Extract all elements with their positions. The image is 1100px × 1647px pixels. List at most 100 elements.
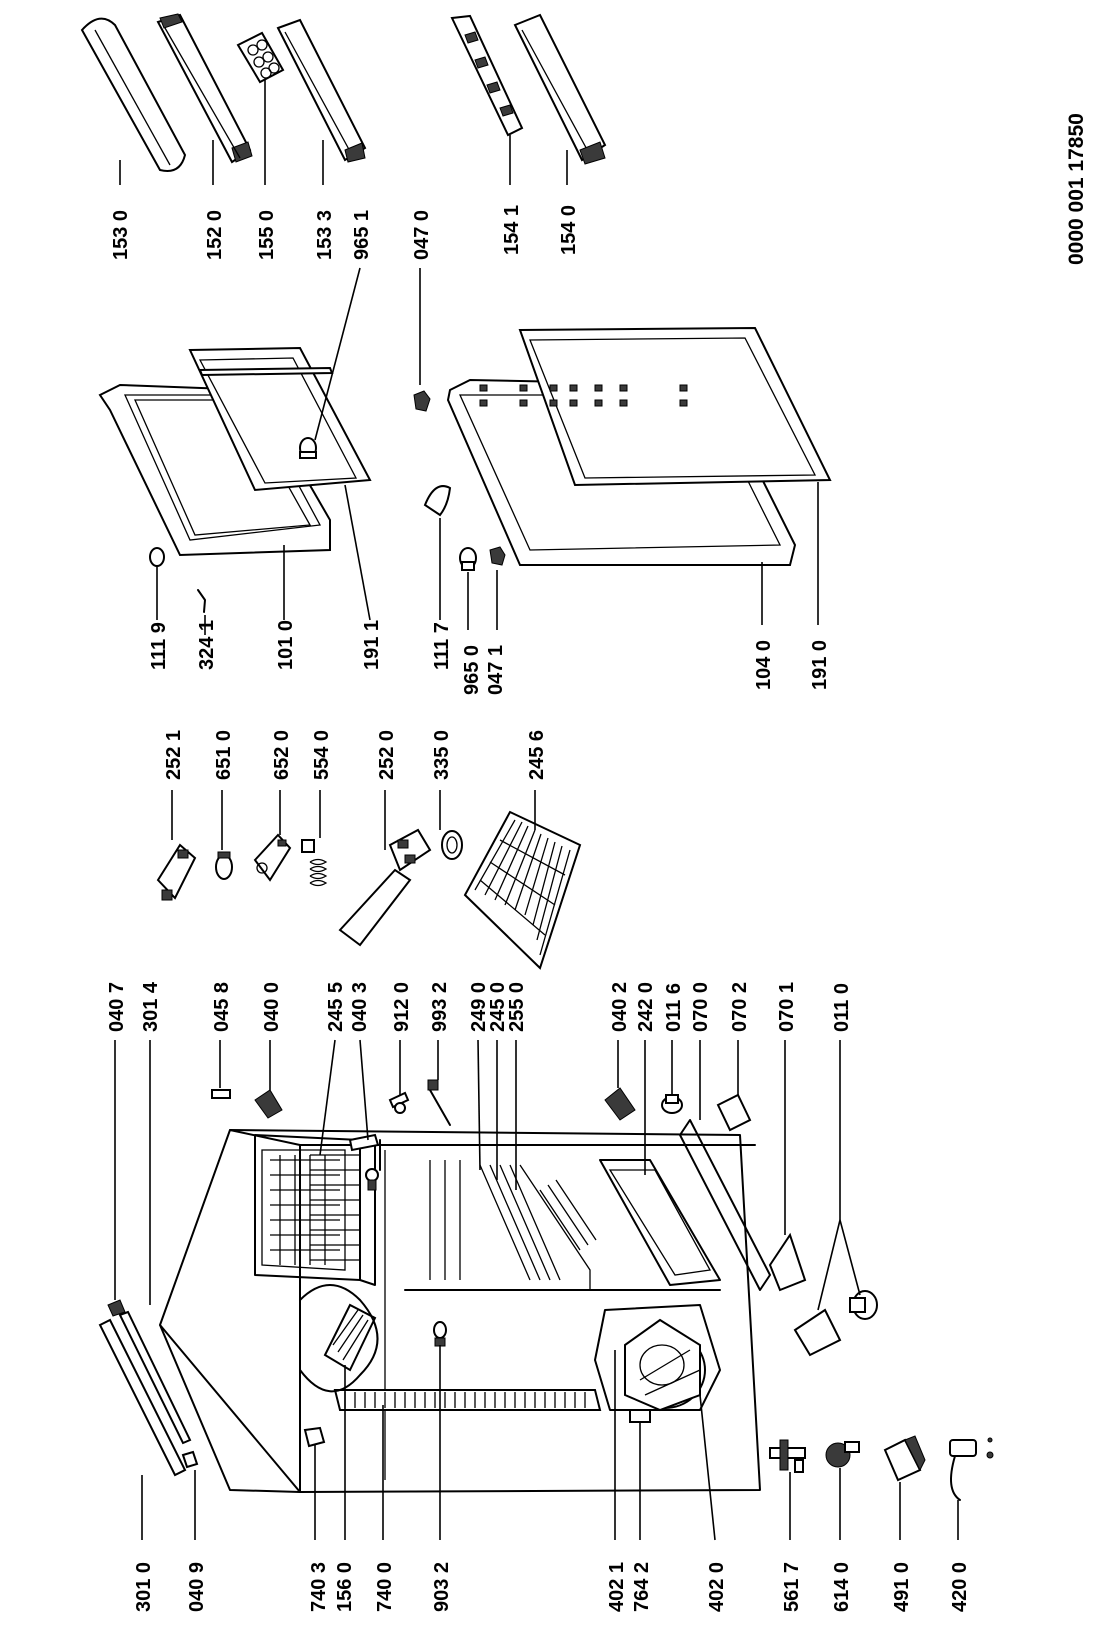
part-label-152-0: 152 0 [204,210,226,260]
knob-335-0 [441,830,463,860]
button-965-1 [299,437,317,459]
door-bin-152-0 [156,13,253,164]
button-965-0 [459,547,477,571]
foot-011-0 [793,1290,878,1357]
pin-324-1 [197,589,206,613]
part-label-154-0: 154 0 [558,205,580,255]
part-label-104-0: 104 0 [753,640,775,690]
part-label-011-0: 011 0 [831,983,853,1032]
cap-040-7 [107,1299,126,1317]
part-label-070-0: 070 0 [690,982,712,1032]
cover-740-3 [303,1426,326,1448]
part-252-1 [156,843,197,901]
bracket-040-0 [254,1089,283,1119]
part-label-561-7: 561 7 [781,1562,803,1612]
part-label-965-1: 965 1 [351,210,373,260]
bracket-040-2 [604,1087,636,1121]
door-bin-154-1 [450,14,524,137]
part-label-101-0: 101 0 [275,620,297,670]
part-label-491-0: 491 0 [891,1562,913,1612]
part-label-554-0: 554 0 [311,730,333,780]
part-label-155-0: 155 0 [256,210,278,260]
part-label-740-0: 740 0 [374,1562,396,1612]
leader-011-0 [817,1219,861,1311]
part-label-191-0: 191 0 [809,640,831,690]
thermostat-shaft [348,1133,380,1191]
part-label-301-4: 301 4 [140,981,162,1032]
capacitor-420-0 [949,1437,994,1501]
part-label-040-9: 040 9 [186,1562,208,1612]
egg-tray-155-0 [236,31,285,84]
bracket-070-2 [716,1093,752,1132]
part-label-040-7: 040 7 [106,982,128,1032]
part-label-402-0: 402 0 [706,1562,728,1612]
relay-561-7 [769,1439,806,1473]
hinge-cap-111-9 [149,547,165,567]
part-label-070-1: 070 1 [776,982,798,1032]
part-label-301-0: 301 0 [133,1562,155,1612]
part-label-070-2: 070 2 [729,982,751,1032]
part-label-420-0: 420 0 [949,1562,971,1612]
part-label-040-0: 040 0 [261,982,283,1032]
part-label-335-0: 335 0 [431,730,453,780]
part-label-242-0: 242 0 [635,982,657,1032]
part-label-614-0: 614 0 [831,1562,853,1612]
part-label-191-1: 191 1 [361,620,383,670]
thermostat-614-0 [825,1441,860,1468]
shelf-245-6 [463,810,582,970]
document-number: 0000 001 17850 [1065,113,1088,265]
door-bin-154-0 [513,13,607,165]
part-label-252-1: 252 1 [163,730,185,780]
part-label-047-1: 047 1 [485,645,507,695]
compressor-plate [594,1304,721,1411]
part-label-903-2: 903 2 [431,1562,453,1612]
compressor-402-0 [624,1318,706,1412]
door-bin-153-3 [276,18,367,163]
compressor-area-outline [299,1284,379,1393]
part-label-764-2: 764 2 [631,1562,653,1612]
part-label-153-3: 153 3 [314,210,336,260]
hinge-047-0 [413,390,431,412]
hinge-047-1 [489,546,506,566]
condenser-740-0 [333,1389,602,1411]
part-label-111-9: 111 9 [148,622,170,670]
part-252-0 [338,828,432,947]
part-652-0 [253,833,292,882]
part-label-993-2: 993 2 [429,982,451,1032]
part-label-249-0: 249 0 [468,982,490,1032]
strip-301-4 [118,1310,192,1445]
sensor-993-2 [427,1079,451,1126]
fridge-door-104-0 [446,326,832,566]
part-label-040-2: 040 2 [609,982,631,1032]
cover-491-0 [883,1435,926,1482]
strip-301-0 [98,1318,187,1477]
part-label-047-0: 047 0 [411,210,433,260]
fridge-cabinet [159,1119,771,1493]
part-label-651-0: 651 0 [213,730,235,780]
part-label-652-0: 652 0 [271,730,293,780]
part-554-0 [301,839,328,887]
bracket-070-1 [768,1232,807,1292]
part-label-245-5: 245 5 [325,982,347,1032]
part-label-324-1: 324 1 [196,620,218,670]
handle-111-7 [423,485,452,517]
cap-040-9 [181,1450,199,1469]
part-label-245-6: 245 6 [526,730,548,780]
part-label-245-0: 245 0 [487,982,509,1032]
part-764-2 [629,1409,651,1423]
part-label-156-0: 156 0 [334,1562,356,1612]
part-label-912-0: 912 0 [391,982,413,1032]
door-bin-153-0 [80,17,187,172]
screw-912-0 [388,1091,410,1114]
freezer-door-101-0 [98,346,372,557]
freezer-shelf-245-5 [310,1154,360,1261]
ice-tray-156-0 [323,1303,377,1372]
part-label-111-7: 111 7 [431,622,453,670]
part-label-252-0: 252 0 [376,730,398,780]
pin-045-8 [211,1089,231,1099]
part-label-040-3: 040 3 [349,982,371,1032]
part-label-011-6: 011 6 [663,983,685,1032]
part-label-255-0: 255 0 [506,982,528,1032]
part-label-740-3: 740 3 [308,1562,330,1612]
